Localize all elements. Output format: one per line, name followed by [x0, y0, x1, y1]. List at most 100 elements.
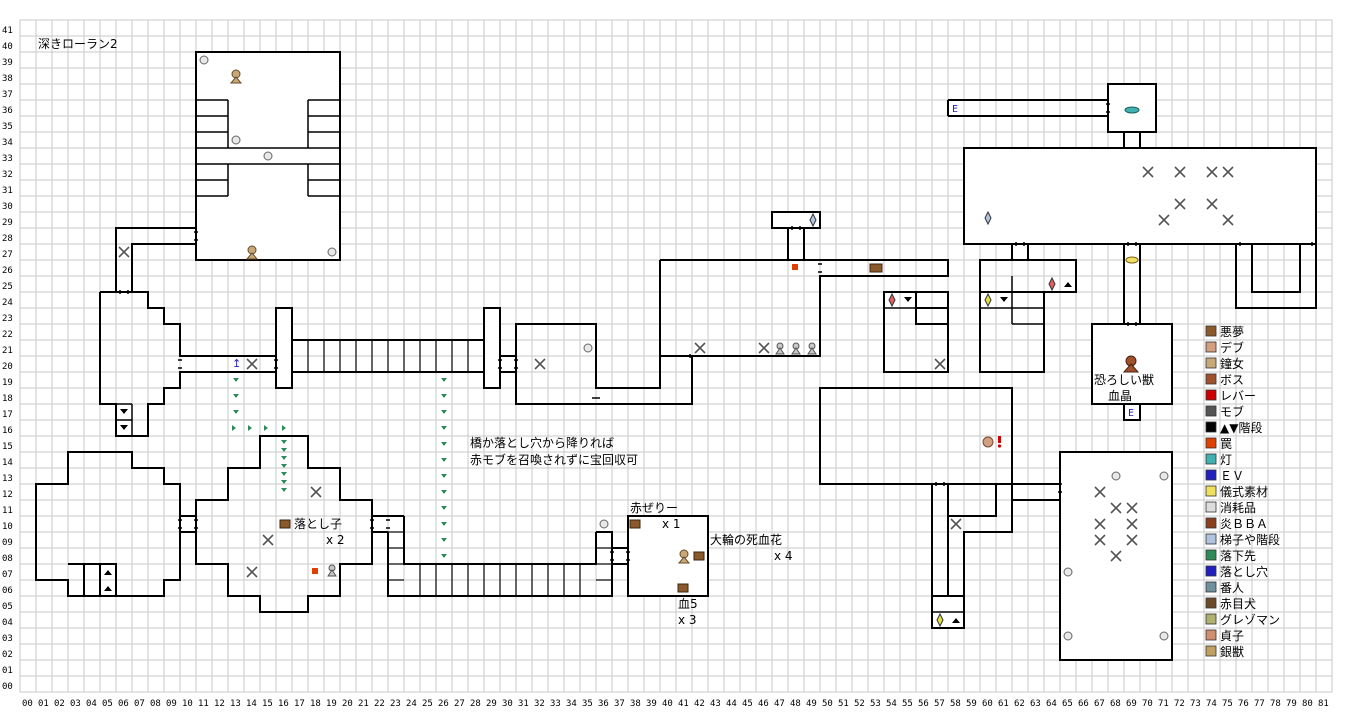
fall-dest-icon — [281, 480, 287, 484]
legend-label: 儀式素材 — [1220, 485, 1268, 499]
x-axis-tick: 36 — [598, 699, 609, 709]
x-axis-tick: 50 — [822, 699, 833, 709]
x-axis-tick: 61 — [998, 699, 1009, 709]
dairin-qty: x 4 — [774, 549, 793, 563]
mob-icon — [262, 534, 274, 546]
legend-item: グレゾマン — [1205, 613, 1280, 627]
map-walls — [35, 51, 1317, 661]
y-axis-tick: 03 — [2, 634, 13, 644]
x-axis-tick: 25 — [422, 699, 433, 709]
x-axis-tick: 81 — [1318, 699, 1329, 709]
consumable-icon — [583, 343, 593, 353]
x-axis-tick: 46 — [758, 699, 769, 709]
x-axis-tick: 39 — [646, 699, 657, 709]
fall-dest-icon — [1205, 549, 1217, 561]
y-axis-tick: 26 — [2, 266, 13, 276]
map-markers: ↥ — [104, 69, 1140, 628]
y-axis-tick: 04 — [2, 618, 13, 628]
fall-dest-icon — [281, 448, 287, 452]
x-axis-tick: 78 — [1270, 699, 1281, 709]
y-axis-tick: 38 — [2, 74, 13, 84]
legend-label: ＥＶ — [1220, 469, 1244, 483]
kessho-label: 血晶 — [1108, 389, 1132, 403]
legend-item: レバー — [1205, 389, 1256, 403]
x-axis-tick: 24 — [406, 699, 417, 709]
mob-icon — [1110, 550, 1122, 562]
mob-icon — [1174, 198, 1186, 210]
ev-icon: E — [1128, 408, 1134, 419]
fall-dest-icon — [441, 506, 447, 510]
mob-icon — [246, 566, 258, 578]
y-axis-tick: 27 — [2, 250, 13, 260]
y-axis-tick: 23 — [2, 314, 13, 324]
mob-icon — [950, 518, 962, 530]
x-axis-tick: 74 — [1206, 699, 1217, 709]
x-axis-tick: 03 — [70, 699, 81, 709]
fall-dest-icon — [281, 488, 287, 492]
consumable-icon — [231, 135, 241, 145]
y-axis-tick: 28 — [2, 234, 13, 244]
consumable-icon — [1159, 471, 1169, 481]
x-axis-tick: 19 — [326, 699, 337, 709]
fall-dest-icon — [282, 425, 286, 431]
legend-item: 銀獣 — [1205, 645, 1244, 659]
sadako-icon — [1205, 629, 1217, 641]
debu-icon — [1205, 341, 1217, 353]
x-axis-tick: 33 — [550, 699, 561, 709]
x-axis-tick: 06 — [118, 699, 129, 709]
pit-icon: ↥ — [232, 357, 241, 370]
x-axis-tick: 60 — [982, 699, 993, 709]
y-axis-tick: 19 — [2, 378, 13, 388]
consumable-icon — [1063, 631, 1073, 641]
x-axis-tick: 55 — [902, 699, 913, 709]
mob-icon — [1094, 534, 1106, 546]
chi5-label: 血5 — [678, 597, 698, 611]
x-axis-tick: 21 — [358, 699, 369, 709]
legend-label: モブ — [1220, 404, 1244, 419]
fall-dest-icon — [441, 394, 447, 398]
fall-dest-icon — [264, 425, 268, 431]
x-axis-tick: 08 — [150, 699, 161, 709]
x-axis-tick: 02 — [54, 699, 65, 709]
fall-dest-icon — [441, 442, 447, 446]
consumable-icon — [1205, 501, 1217, 513]
y-axis-tick: 12 — [2, 490, 13, 500]
trap-icon — [1205, 437, 1217, 449]
legend-item: モブ — [1205, 404, 1244, 419]
fall-dest-icons — [232, 378, 447, 558]
mob-icon — [1142, 166, 1154, 178]
consumable-icon — [1159, 631, 1169, 641]
legend-label: 梯子や階段 — [1220, 532, 1280, 547]
x-axis-tick: 71 — [1158, 699, 1169, 709]
mob-icon — [1126, 502, 1138, 514]
x-axis-tick: 15 — [262, 699, 273, 709]
otoshigo-label: 落とし子 — [294, 517, 342, 531]
lamp-icon — [1124, 106, 1140, 114]
hint-line-1: 橋か落とし穴から降りれば — [470, 435, 614, 450]
x-axis-tick: 51 — [838, 699, 849, 709]
fall-dest-icon — [441, 458, 447, 462]
y-axis-tick: 00 — [2, 682, 13, 692]
svg-text:↥: ↥ — [232, 357, 241, 370]
legend-label: 赤目犬 — [1220, 597, 1256, 611]
x-axis-tick: 16 — [278, 699, 289, 709]
legend-item: ボス — [1205, 373, 1244, 387]
dairin-label: 大輪の死血花 — [710, 532, 782, 547]
legend-label: 貞子 — [1220, 629, 1244, 643]
fall-dest-icon — [441, 538, 447, 542]
fall-dest-icon — [248, 425, 252, 431]
x-axis-tick: 10 — [182, 699, 193, 709]
y-axis-tick: 16 — [2, 426, 13, 436]
x-axis-tick: 12 — [214, 699, 225, 709]
legend-item: 儀式素材 — [1205, 485, 1268, 499]
akazeri-label: 赤ぜりー — [630, 501, 678, 515]
y-axis-tick: 06 — [2, 586, 13, 596]
fall-dest-icon — [281, 456, 287, 460]
y-axis-tick: 05 — [2, 602, 13, 612]
y-axis-tick: 34 — [2, 138, 13, 148]
legend-item: デブ — [1205, 340, 1244, 355]
lever-icon — [997, 436, 1002, 448]
y-axis-tick: 35 — [2, 122, 13, 132]
